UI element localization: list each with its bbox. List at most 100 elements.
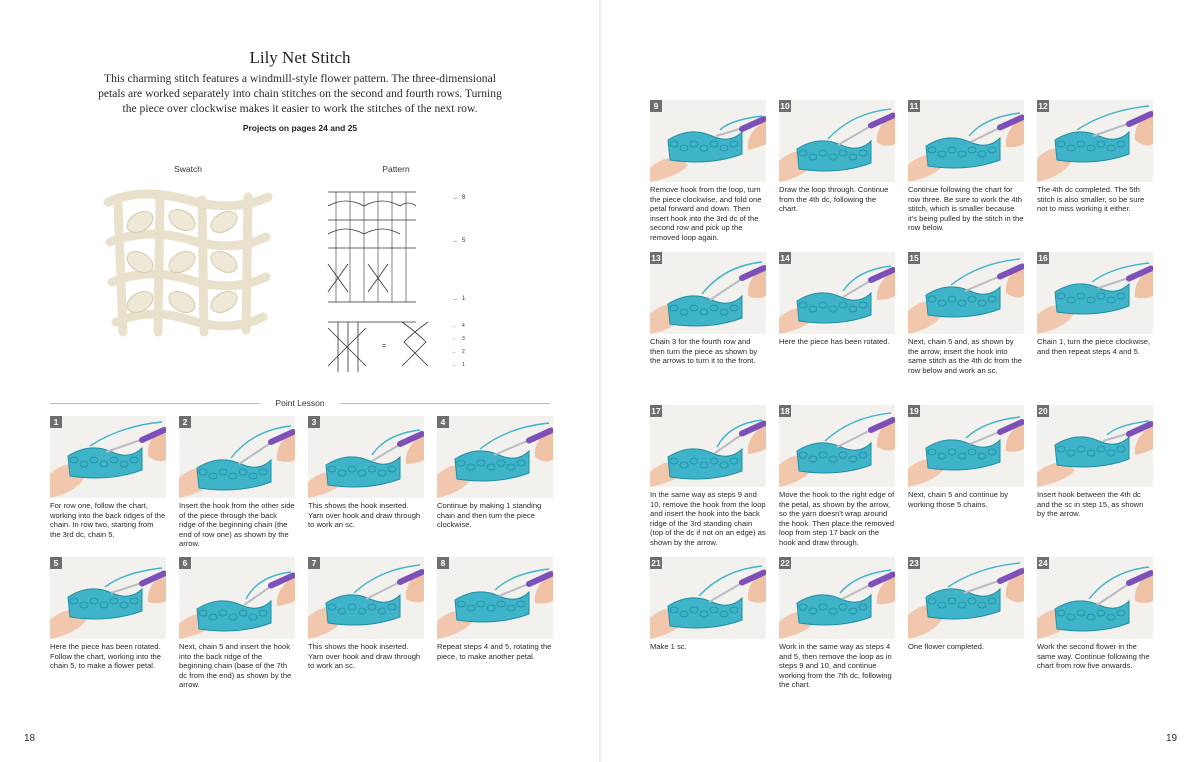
page-number-left: 18 [24,733,36,744]
step-number: 8 [437,557,449,569]
step-photo [908,405,1024,487]
step-number: 12 [1037,100,1049,112]
step-photo [779,405,895,487]
step-photo [779,252,895,334]
step-caption: Make 1 sc. [650,642,687,651]
step-number: 20 [1037,405,1049,417]
step-caption: Next, chain 5 and, as shown by the arrow… [908,337,1022,375]
step-photo [779,100,895,182]
step-number: 7 [308,557,320,569]
step-caption: Work the second flower in the same way. … [1037,642,1150,670]
step-caption: The 4th dc completed. The 5th stitch is … [1037,185,1145,213]
step-photo [908,100,1024,182]
point-lesson-label: Point Lesson [275,398,325,408]
step-photo [179,416,295,498]
step-caption: This shows the hook inserted. Yarn over … [308,501,421,529]
step-number: 10 [779,100,791,112]
svg-text:→: → [452,296,458,302]
step-photo [650,252,766,334]
step-photo [437,416,553,498]
pattern-small-row-mark: 1 [462,362,465,368]
step-caption: Next, chain 5 and continue by working th… [908,490,1009,509]
step-number: 15 [908,252,920,264]
pattern-small-row-mark: 2 [462,349,465,355]
step-number: 14 [779,252,791,264]
step-number: 19 [908,405,920,417]
pattern-small-row-mark: 4 [462,323,465,329]
step-photo [308,416,424,498]
page-title: Lily Net Stitch [249,48,351,67]
step-caption: For row one, follow the chart, working i… [50,501,166,539]
step-photo [908,557,1024,639]
step-number: 6 [179,557,191,569]
pattern-equals-sign: = [382,343,386,350]
svg-text:→: → [452,238,458,244]
step-photo [308,557,424,639]
swatch-photo [98,182,276,352]
page-number-right: 19 [1166,733,1178,744]
point-lesson-header: Point Lesson [50,398,550,410]
step-photo [908,252,1024,334]
step-number: 1 [50,416,62,428]
step-number: 3 [308,416,320,428]
step-number: 13 [650,252,662,264]
step-photo [650,100,766,182]
step-number: 21 [650,557,662,569]
step-photo [650,557,766,639]
svg-text:←: ← [452,349,457,355]
swatch-label: Swatch [174,164,202,174]
svg-text:←: ← [452,362,457,368]
step-caption: Next, chain 5 and insert the hook into t… [179,642,292,689]
step-number: 23 [908,557,920,569]
step-caption: One flower completed. [908,642,984,651]
svg-text:→: → [452,195,458,201]
step-caption: Here the piece has been rotated. Follow … [50,642,162,670]
step-number: 18 [779,405,791,417]
pattern-small-row-mark: 3 [462,336,465,342]
step-caption: Insert hook between the 4th dc and the s… [1037,490,1144,518]
step-photo [437,557,553,639]
step-caption: Work in the same way as steps 4 and 5, t… [779,642,892,689]
step-caption: Move the hook to the right edge of the p… [779,490,895,547]
step-caption: Remove hook from the loop, turn the piec… [650,185,762,242]
step-caption: Chain 1, turn the piece clockwise, and t… [1037,337,1151,356]
step-number: 2 [179,416,191,428]
step-photo [650,405,766,487]
step-photo [1037,100,1153,182]
svg-text:←: ← [452,336,457,342]
pattern-row-mark: 5 [462,238,466,244]
step-caption: Chain 3 for the fourth row and then turn… [650,337,758,365]
step-number: 9 [650,100,662,112]
step-caption: In the same way as steps 9 and 10, remov… [650,490,766,547]
projects-reference: Projects on pages 24 and 25 [242,123,358,133]
step-photo [50,557,166,639]
step-photo [1037,405,1153,487]
step-number: 24 [1037,557,1049,569]
step-caption: Continue following the chart for row thr… [908,185,1024,232]
step-caption: Draw the loop through. Continue from the… [779,185,889,213]
step-photo [1037,252,1153,334]
pattern-row-mark: 1 [462,296,466,302]
step-number: 16 [1037,252,1049,264]
step-caption: Here the piece has been rotated. [779,337,890,346]
step-photo [1037,557,1153,639]
step-caption: Continue by making 1 standing chain and … [437,501,542,529]
step-number: 11 [908,100,920,112]
step-caption: Repeat steps 4 and 5, rotating the piece… [437,642,552,661]
